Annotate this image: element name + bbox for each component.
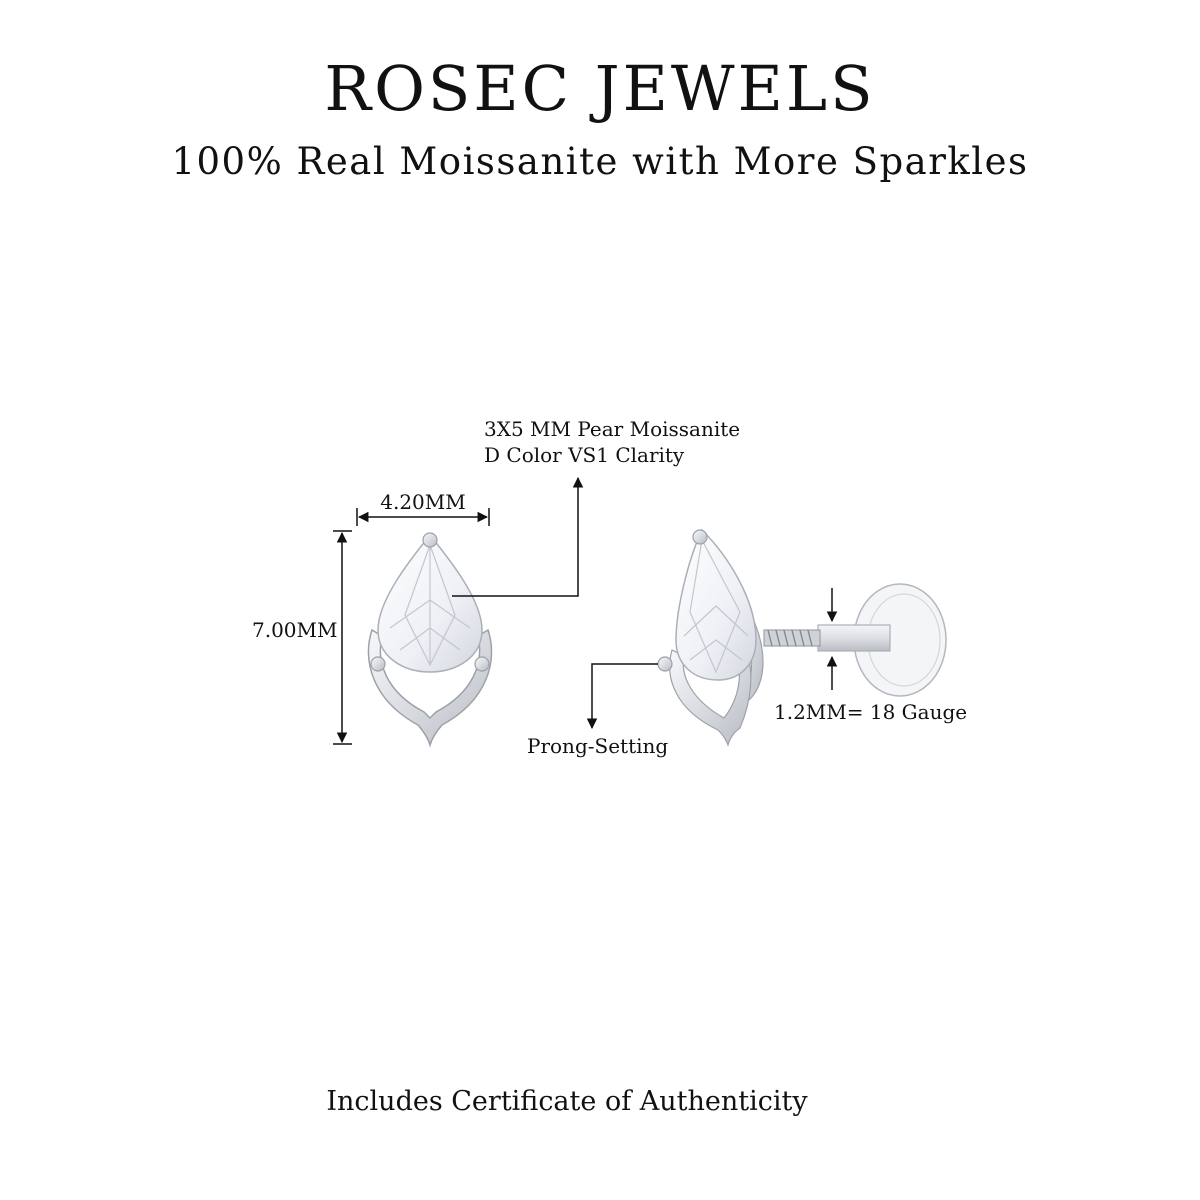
tagline: 100% Real Moissanite with More Sparkles bbox=[171, 140, 1029, 183]
front-view-earring bbox=[367, 532, 493, 748]
prong-setting-label: Prong-Setting bbox=[527, 734, 668, 758]
certificate-note: Includes Certificate of Authenticity bbox=[326, 1086, 808, 1117]
side-stone-facets bbox=[683, 538, 749, 674]
brand-title: ROSEC JEWELS bbox=[324, 52, 876, 125]
side-prong-left bbox=[657, 656, 673, 672]
height-label: 7.00MM bbox=[252, 618, 338, 642]
stone-callout-leader bbox=[452, 476, 584, 597]
stone-label-line2: D Color VS1 Clarity bbox=[484, 443, 685, 467]
side-view-earring bbox=[657, 528, 947, 747]
stone-label-line1: 3X5 MM Pear Moissanite bbox=[484, 417, 740, 441]
width-dimension bbox=[356, 508, 490, 526]
front-stone-facets bbox=[389, 543, 471, 667]
side-bezel-frame bbox=[669, 649, 752, 747]
gauge-label: 1.2MM= 18 Gauge bbox=[774, 700, 967, 724]
prong-callout-leader bbox=[586, 663, 658, 730]
height-dimension bbox=[333, 530, 352, 745]
side-pear-stone bbox=[675, 528, 757, 681]
front-prong-top bbox=[422, 532, 438, 548]
front-prong-left bbox=[370, 656, 386, 672]
barbell-post bbox=[817, 624, 891, 652]
side-prong-top bbox=[692, 529, 708, 545]
width-label: 4.20MM bbox=[380, 490, 466, 514]
front-prong-right bbox=[474, 656, 490, 672]
